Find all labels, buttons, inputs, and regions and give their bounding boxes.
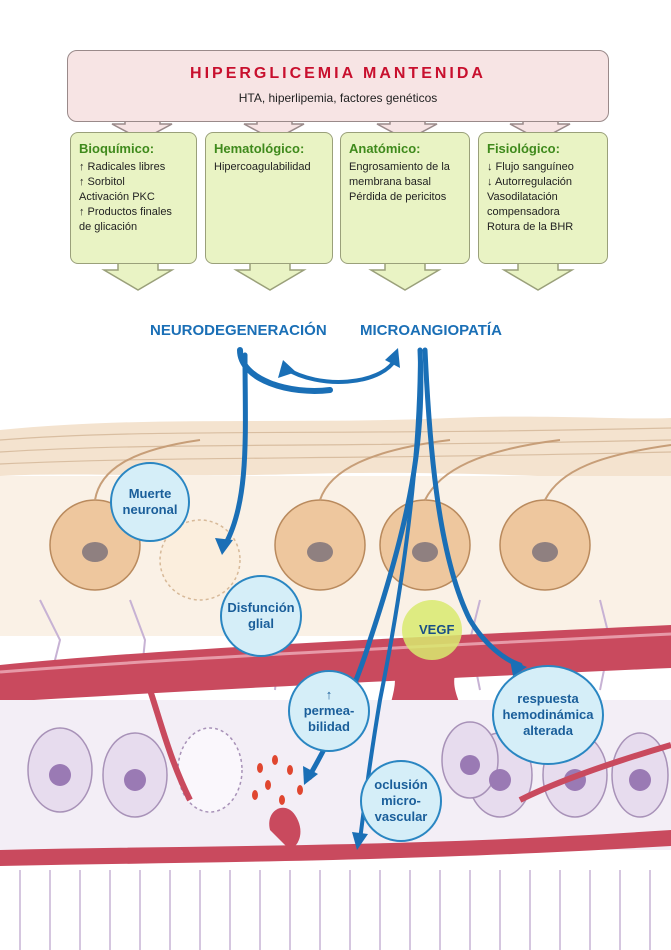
category-title: Fisiológico: <box>487 141 560 156</box>
arrow-heads <box>215 348 527 850</box>
fiber-layer <box>0 416 671 480</box>
bubble-line: respuesta <box>517 691 579 706</box>
permeability-bubble: ↑ permea- bilidad <box>288 670 370 752</box>
category-line: ↓ Autorregulación <box>487 176 572 188</box>
microvascular-occlusion-bubble: oclusión micro- vascular <box>360 760 442 842</box>
hemodynamic-response-bubble: respuesta hemodinámica alterada <box>492 665 604 765</box>
category-line: ↓ Flujo sanguíneo <box>487 161 574 173</box>
vegf-glow <box>402 600 462 660</box>
category-line: Rotura de la BHR <box>487 221 574 233</box>
bubble-line: alterada <box>523 723 573 738</box>
category-hematological: Hematológico: Hipercoagulabilidad <box>205 132 333 264</box>
category-line: compensadora <box>487 206 560 218</box>
category-title: Bioquímico: <box>79 141 155 156</box>
bubble-line: ↑ <box>325 687 333 702</box>
bubble-line: vascular <box>374 809 428 824</box>
bubble-line: micro- <box>381 793 421 808</box>
category-line: membrana basal <box>349 176 431 188</box>
glial-dysfunction-bubble: Disfunción glial <box>220 575 302 657</box>
category-line: ↑ Sorbitol <box>79 176 125 188</box>
neurodegeneration-label: NEURODEGENERACIÓN <box>150 322 327 339</box>
bubble-line: oclusión <box>374 777 428 792</box>
category-arrows <box>101 261 575 291</box>
category-biochemical: Bioquímico: ↑ Radicales libres ↑ Sorbito… <box>70 132 197 264</box>
bubble-line: permea- <box>303 703 355 718</box>
bubble-line: neuronal <box>122 502 178 517</box>
category-title: Anatómico: <box>349 141 421 156</box>
category-anatomical: Anatómico: Engrosamiento de la membrana … <box>340 132 470 264</box>
category-line: ↑ Productos finales <box>79 206 172 218</box>
bubble-line: Muerte <box>128 486 172 501</box>
microangiopathy-label: MICROANGIOPATÍA <box>360 322 502 339</box>
bubble-line: bilidad <box>308 719 350 734</box>
category-line: Engrosamiento de la <box>349 161 450 173</box>
vegf-label: VEGF <box>419 622 455 637</box>
category-line: Hipercoagulabilidad <box>214 161 311 173</box>
capillary <box>0 830 671 866</box>
category-line: de glicación <box>79 221 138 233</box>
bubble-line: hemodinámica <box>502 707 594 722</box>
header-title: HIPERGLICEMIA MANTENIDA <box>190 65 486 82</box>
neuronal-death-bubble: Muerte neuronal <box>110 462 190 542</box>
category-title: Hematológico: <box>214 141 305 156</box>
category-line: Activación PKC <box>79 191 155 203</box>
blood-vessel <box>0 625 671 702</box>
category-line: Pérdida de pericitos <box>349 191 447 203</box>
category-line: ↑ Radicales libres <box>79 161 166 173</box>
category-line: Vasodilatación <box>487 191 558 203</box>
bubble-line: glial <box>247 616 274 631</box>
bubble-line: Disfunción <box>227 600 295 615</box>
header-subtitle: HTA, hiperlipemia, factores genéticos <box>238 91 438 105</box>
category-physiological: Fisiológico: ↓ Flujo sanguíneo ↓ Autorre… <box>478 132 608 264</box>
header-box: HIPERGLICEMIA MANTENIDA HTA, hiperlipemi… <box>67 50 609 122</box>
